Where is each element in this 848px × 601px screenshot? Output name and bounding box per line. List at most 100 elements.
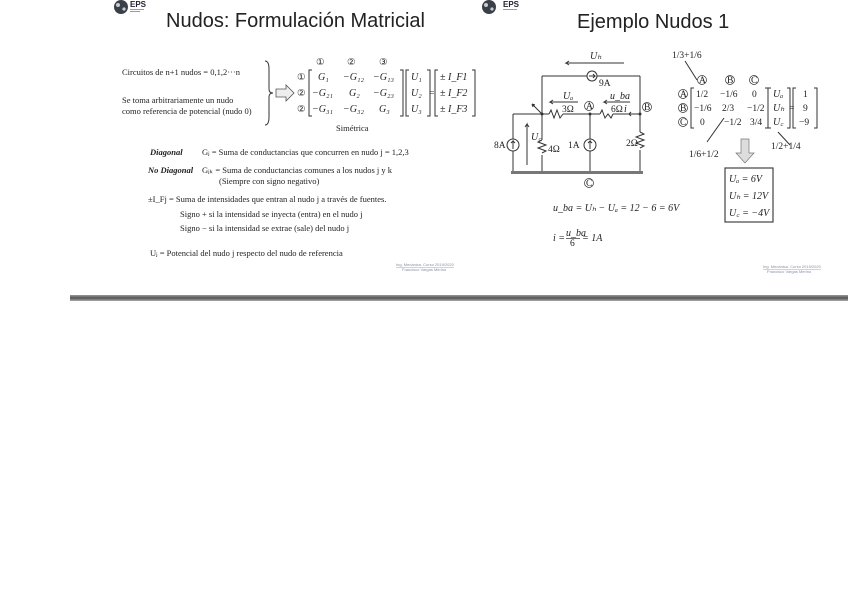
slide-bottom-bar [70, 295, 848, 301]
text-label: B [644, 103, 650, 113]
intro-text: Circuitos de n+1 nudos = 0,1,2···n [122, 67, 241, 77]
footer-author: Francisco Vargas Merino [402, 267, 447, 272]
text-label: −1/2 [747, 104, 765, 114]
text-label: A [586, 102, 593, 112]
text-label: ② [297, 104, 306, 115]
text-label: Uₐ [563, 91, 573, 102]
text-label: 1/2 [696, 90, 708, 100]
text-label: ① [297, 72, 306, 83]
text-label: 0 [700, 118, 705, 128]
text-label: −1/6 [694, 104, 712, 114]
arrow-down-icon [735, 138, 755, 164]
nodal-matrix: ① ② ③ ① ② ② G₁ −G₁₂ −G₁₃ −G₂₁ G₂ −G₂₃ −G… [297, 57, 476, 133]
text-label: −G₂₁ [312, 88, 333, 99]
no-diagonal-label: No Diagonal [147, 165, 194, 175]
text-label: ± I_F3 [440, 104, 467, 115]
text-label: ± I_F1 [440, 72, 467, 83]
results-box [724, 167, 774, 223]
text-label: G₁ [318, 72, 329, 83]
text-label: ③ [379, 57, 388, 68]
text-label: EPS [130, 0, 147, 9]
footer: Ing. Mecánica. Curso 2019/2020 [396, 262, 455, 267]
text-label: C [586, 179, 592, 189]
text-label: B [680, 104, 686, 114]
text-label: 1/3+1/6 [672, 51, 702, 61]
text-label: −G₃₂ [343, 104, 364, 115]
text-label: 2Ω [626, 139, 638, 149]
footer-author: Francisco Vargas Merino [767, 269, 812, 274]
text-label: ± I_F2 [440, 88, 467, 99]
text-label: −G₂₃ [373, 88, 394, 99]
text-label: u_ba [610, 91, 630, 102]
sign-plus-text: Signo + si la intensidad se inyecta (ent… [180, 209, 363, 219]
text-label: 1/6+1/2 [689, 150, 719, 160]
text-label: G₃ [379, 104, 390, 115]
text-label: U꜀ [773, 117, 784, 128]
text-label: 4Ω [548, 145, 560, 155]
equation-i: i = u_ba 6 = 1A [553, 228, 603, 249]
text-label: 0 [752, 90, 757, 100]
footer: Ing. Mecánica. Curso 2019/2020 [763, 264, 822, 269]
text-label: i [624, 104, 627, 115]
no-diagonal-text: Gⱼₖ = Suma de conductancias comunes a lo… [202, 165, 393, 175]
brace [264, 60, 274, 126]
svg-text:=: = [789, 104, 794, 114]
text-label: 3/4 [750, 118, 762, 128]
svg-text:=: = [429, 89, 434, 99]
text-label: 1A [568, 141, 580, 151]
text-label: −G₁₃ [373, 72, 394, 83]
text-label: i = [553, 233, 565, 244]
text-label: 6 [570, 239, 575, 249]
text-label: U꜀ = −4V [729, 208, 771, 219]
text-label: 9A [599, 79, 611, 89]
text-label: u_ba [566, 228, 586, 239]
text-label: EPS [503, 0, 520, 9]
text-label: B [727, 76, 733, 86]
text-label: ② [347, 57, 356, 68]
text-label: Uₕ [773, 103, 785, 114]
text-label: Uₐ [773, 89, 783, 100]
text-label: C [680, 118, 686, 128]
text-label: 6Ω [611, 105, 623, 115]
slide-title: Nudos: Formulación Matricial [166, 10, 425, 32]
text-label: A [680, 90, 687, 100]
left-slide: EPS Nudos: Formulación Matricial Circuit… [114, 0, 476, 272]
text-label: C [751, 76, 757, 86]
intro-text: Se toma arbitrariamente un nudo [122, 95, 233, 105]
no-diagonal-note: (Siempre con signo negativo) [219, 176, 319, 186]
eps-logo: EPS [482, 0, 520, 14]
source-text: ±I_Fj = Suma de intensidades que entran … [148, 194, 386, 204]
text-label: 1 [803, 90, 808, 100]
right-slide: EPS Ejemplo Nudos 1 Uₕ 9A Uₐ 3Ω A u_ba 6… [482, 0, 822, 274]
text-label: ① [316, 57, 325, 68]
eps-logo: EPS [114, 0, 147, 14]
sign-minus-text: Signo − si la intensidad se extrae (sale… [180, 223, 349, 233]
text-label: U꜀ [531, 132, 542, 143]
symmetric-label: Simétrica [336, 123, 369, 133]
text-label: 1/2+1/4 [771, 142, 801, 152]
slide-title: Ejemplo Nudos 1 [577, 11, 729, 33]
text-label: ② [297, 88, 306, 99]
potential-text: Uⱼ = Potencial del nudo j respecto del n… [150, 248, 343, 258]
circuit-diagram: Uₕ 9A Uₐ 3Ω A u_ba 6Ω i B 8A U꜀ 4Ω 1A 2Ω… [494, 51, 652, 189]
text-label: 8A [494, 141, 506, 151]
diagonal-label: Diagonal [149, 147, 183, 157]
text-label: −1/6 [720, 90, 738, 100]
text-label: −9 [799, 118, 809, 128]
text-label: Uₐ = 6V [729, 174, 764, 185]
text-label: = 1A [582, 233, 603, 244]
text-label: −G₁₂ [343, 72, 364, 83]
text-label: −1/2 [724, 118, 742, 128]
text-label: 3Ω [562, 105, 574, 115]
text-label: U₃ [411, 104, 422, 115]
text-label: U₁ [411, 72, 422, 83]
diagonal-text: Gⱼ = Suma de conductancias que concurren… [202, 147, 409, 157]
example-matrix: 1/3+1/6 A B C A B C 1/2 −1/6 0 −1/6 2/3 … [672, 51, 818, 223]
text-label: 2/3 [722, 104, 734, 114]
intro-text: como referencia de potencial (nudo 0) [122, 106, 252, 116]
text-label: 9 [803, 104, 808, 114]
text-label: A [699, 76, 706, 86]
equation-uba: u_ba = Uₕ − Uₐ = 12 − 6 = 6V [553, 203, 681, 214]
text-label: −G₃₁ [312, 104, 333, 115]
